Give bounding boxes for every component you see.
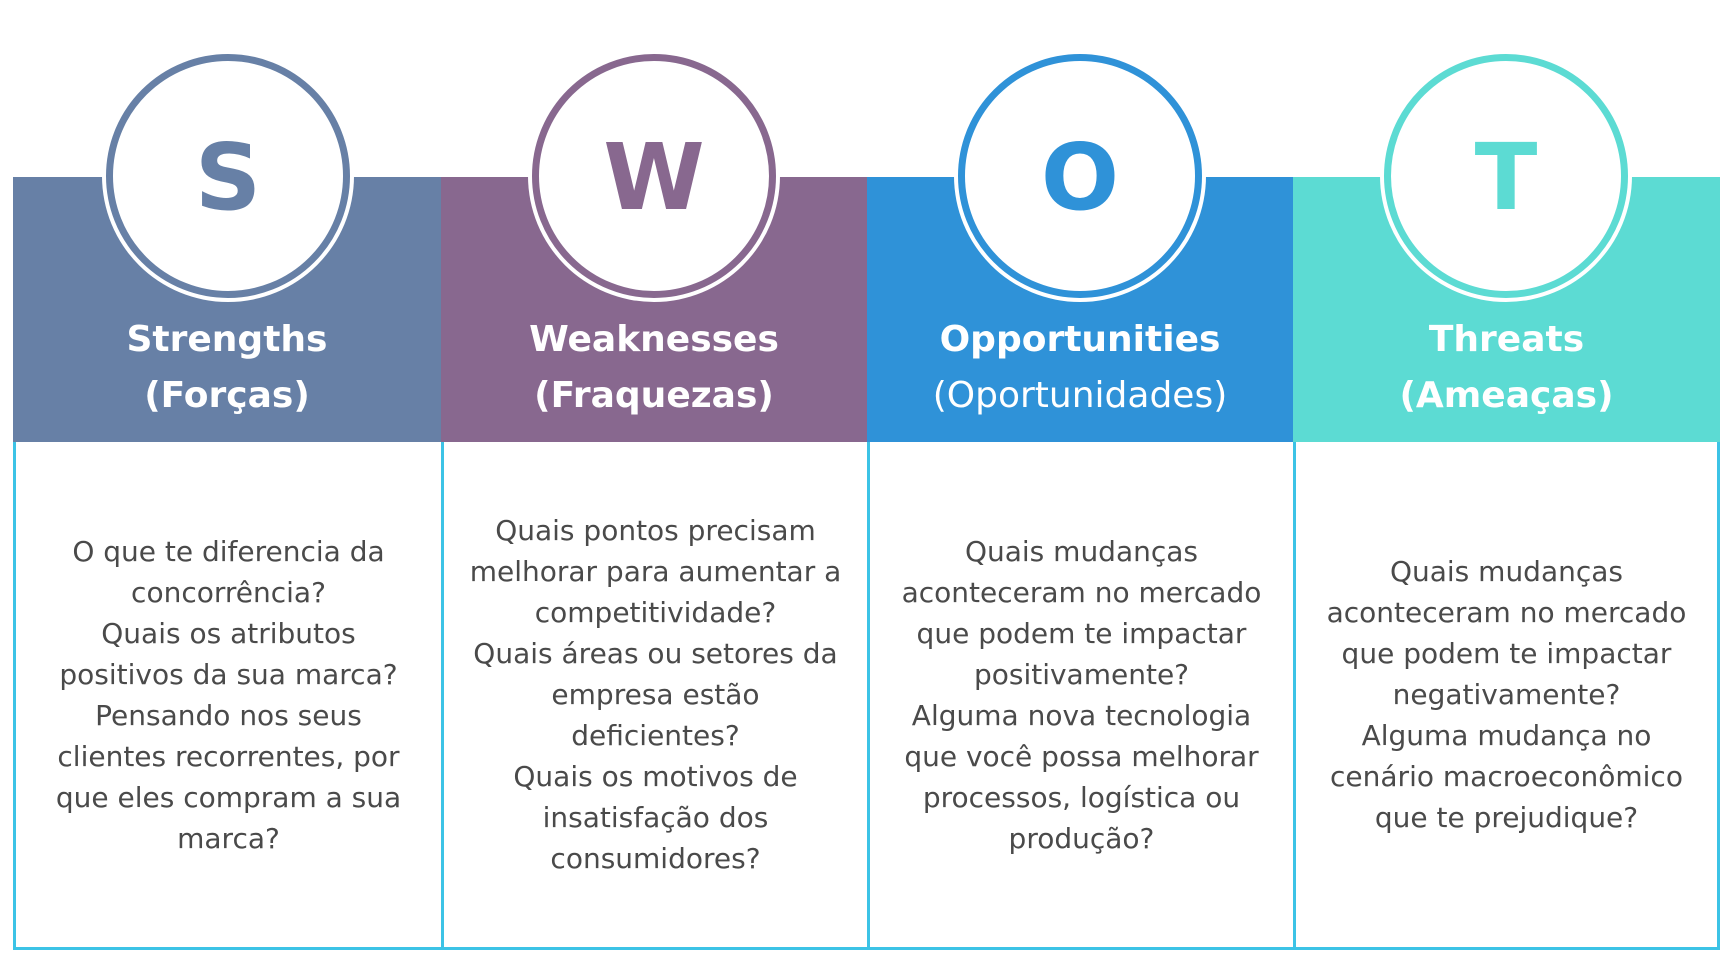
threats-questions: Quais mudanças aconteceram no mercado qu…: [1326, 555, 1687, 834]
strengths-title-en: Strengths: [126, 319, 328, 360]
threats-title-pt: (Ameaças): [1399, 375, 1614, 416]
quadrant-threats: T Threats (Ameaças) Quais mudanças acont…: [1293, 0, 1720, 950]
opportunities-body: Quais mudanças aconteceram no mercado qu…: [867, 442, 1293, 950]
swot-diagram: S Strengths (Forças) O que te diferencia…: [13, 0, 1720, 972]
opportunities-letter: O: [1040, 124, 1120, 231]
weaknesses-letter: W: [603, 124, 705, 231]
weaknesses-title: Weaknesses (Fraquezas): [441, 312, 867, 424]
weaknesses-title-pt: (Fraquezas): [534, 375, 774, 416]
threats-title: Threats (Ameaças): [1293, 312, 1720, 424]
opportunities-letter-circle: O: [958, 54, 1202, 298]
threats-body: Quais mudanças aconteceram no mercado qu…: [1293, 442, 1720, 950]
threats-letter: T: [1474, 124, 1538, 231]
strengths-title-pt: (Forças): [144, 375, 310, 416]
weaknesses-body: Quais pontos precisam melhorar para aume…: [441, 442, 867, 950]
strengths-letter-circle: S: [106, 54, 350, 298]
opportunities-title-pt: (Oportunidades): [932, 375, 1228, 416]
strengths-questions: O que te diferencia da concorrência? Qua…: [55, 534, 402, 855]
weaknesses-title-en: Weaknesses: [529, 319, 779, 360]
opportunities-title: Opportunities (Oportunidades): [867, 312, 1293, 424]
opportunities-title-en: Opportunities: [939, 319, 1221, 360]
quadrant-strengths: S Strengths (Forças) O que te diferencia…: [13, 0, 441, 950]
threats-letter-circle: T: [1384, 54, 1628, 298]
quadrant-opportunities: O Opportunities (Oportunidades) Quais mu…: [867, 0, 1293, 950]
strengths-body: O que te diferencia da concorrência? Qua…: [13, 442, 441, 950]
quadrant-weaknesses: W Weaknesses (Fraquezas) Quais pontos pr…: [441, 0, 867, 950]
weaknesses-letter-circle: W: [532, 54, 776, 298]
strengths-title: Strengths (Forças): [13, 312, 441, 424]
weaknesses-questions: Quais pontos precisam melhorar para aume…: [469, 514, 842, 875]
opportunities-questions: Quais mudanças aconteceram no mercado qu…: [901, 534, 1262, 855]
threats-title-en: Threats: [1428, 319, 1585, 360]
strengths-letter: S: [194, 124, 262, 231]
